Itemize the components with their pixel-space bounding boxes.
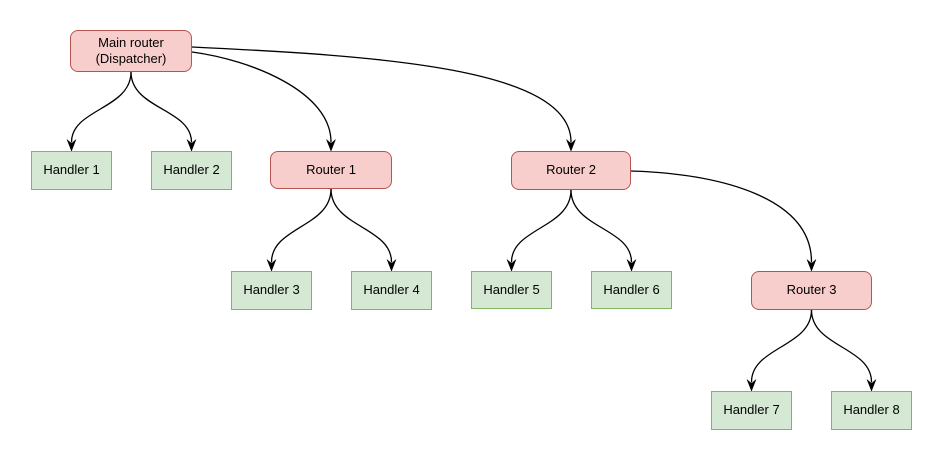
node-handler-4-label: Handler 4: [363, 282, 420, 298]
node-handler-3: Handler 3: [231, 271, 312, 310]
arrowhead-handler1: [66, 139, 77, 152]
node-handler-6: Handler 6: [591, 271, 672, 309]
edge-router2-to-handler6: [570, 189, 633, 263]
arrowhead-handler6: [626, 259, 637, 272]
node-router-3: Router 3: [751, 271, 872, 310]
edge-main-router-to-handler2: [130, 71, 193, 143]
node-handler-4: Handler 4: [351, 271, 432, 310]
edge-router2-to-handler5: [510, 189, 572, 263]
edge-router1-to-handler3: [270, 188, 332, 263]
edge-main-router-to-router2: [191, 46, 572, 143]
node-handler-8: Handler 8: [831, 391, 912, 430]
node-handler-8-label: Handler 8: [843, 402, 900, 418]
node-handler-3-label: Handler 3: [243, 282, 300, 298]
node-handler-2-label: Handler 2: [163, 162, 220, 178]
node-router-2: Router 2: [511, 151, 631, 190]
arrowhead-handler3: [266, 259, 277, 272]
arrowhead-router2: [566, 139, 576, 152]
edge-router2-to-router3: [630, 170, 813, 263]
node-router-1: Router 1: [270, 151, 392, 189]
edge-main-router-to-handler1: [70, 71, 132, 143]
node-router-1-label: Router 1: [306, 161, 356, 177]
node-router-2-label: Router 2: [546, 162, 596, 178]
edge-router3-to-handler7: [750, 309, 813, 383]
node-router-3-label: Router 3: [786, 282, 837, 298]
node-handler-7-label: Handler 7: [723, 402, 780, 418]
arrowhead-handler7: [746, 379, 757, 392]
node-handler-6-label: Handler 6: [603, 281, 660, 297]
node-handler-1-label: Handler 1: [43, 162, 100, 178]
edge-router3-to-handler8: [810, 309, 873, 383]
arrowhead-handler8: [866, 379, 877, 392]
edge-main-router-to-router1: [191, 51, 332, 143]
arrowhead-router3: [806, 259, 817, 272]
arrowhead-handler4: [386, 259, 397, 272]
node-handler-2: Handler 2: [151, 151, 232, 190]
edge-router1-to-handler4: [330, 188, 393, 263]
arrowhead-router1: [326, 139, 336, 152]
node-main-router: Main router (Dispatcher): [70, 30, 192, 72]
node-main-router-label: Main router (Dispatcher): [95, 34, 167, 66]
arrowhead-handler5: [506, 259, 517, 272]
node-handler-5-label: Handler 5: [483, 281, 540, 297]
node-handler-5: Handler 5: [471, 271, 552, 309]
node-handler-7: Handler 7: [711, 391, 792, 430]
arrowhead-handler2: [186, 139, 197, 152]
node-handler-1: Handler 1: [31, 151, 112, 190]
